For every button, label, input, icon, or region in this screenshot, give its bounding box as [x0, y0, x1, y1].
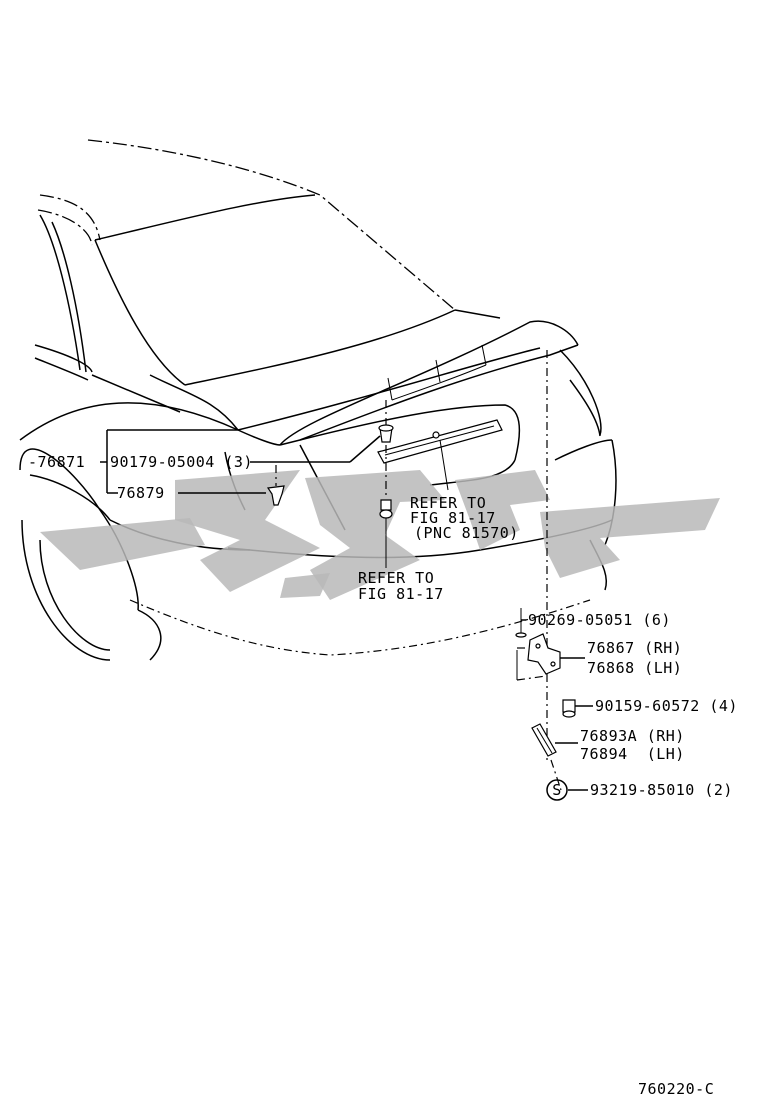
- refer-lamp-line2: FIG 81-17: [410, 509, 496, 527]
- pad-part: [531, 723, 557, 757]
- s-symbol-badge: S: [546, 779, 568, 801]
- clip-nut-part: [378, 400, 394, 443]
- figure-code: 760220-C: [638, 1080, 714, 1098]
- stop-lamp-part: [377, 419, 503, 491]
- callout-76894: 76894 (LH): [580, 745, 685, 763]
- leader-lines: [100, 429, 593, 791]
- callout-76871: -76871: [28, 453, 85, 471]
- callout-76879: 76879: [117, 484, 165, 502]
- callout-93219-85010: 93219-85010 (2): [590, 781, 733, 799]
- rivet-part: [515, 608, 527, 680]
- refer-lamp-line1: REFER TO: [410, 494, 486, 512]
- callout-90179-05004: 90179-05004 (3): [110, 453, 253, 471]
- refer-bolt-line2: FIG 81-17: [358, 585, 444, 603]
- callout-90269-05051: 90269-05051 (6): [528, 611, 671, 629]
- clip-76879-part: [266, 465, 285, 506]
- refer-lamp-line3: (PNC 81570): [414, 524, 519, 542]
- watermark-logo: [40, 470, 720, 600]
- bolt-part: [379, 445, 393, 568]
- callout-76867: 76867 (RH): [587, 639, 682, 657]
- callout-76868: 76868 (LH): [587, 659, 682, 677]
- bracket-part: [516, 633, 561, 681]
- refer-bolt-line1: REFER TO: [358, 569, 434, 587]
- callout-76893a: 76893A (RH): [580, 727, 685, 745]
- nut-part: [562, 699, 576, 718]
- callout-90159-60572: 90159-60572 (4): [595, 697, 738, 715]
- s-symbol-text: S: [552, 781, 562, 799]
- spoiler-hardware-chain: [546, 350, 562, 791]
